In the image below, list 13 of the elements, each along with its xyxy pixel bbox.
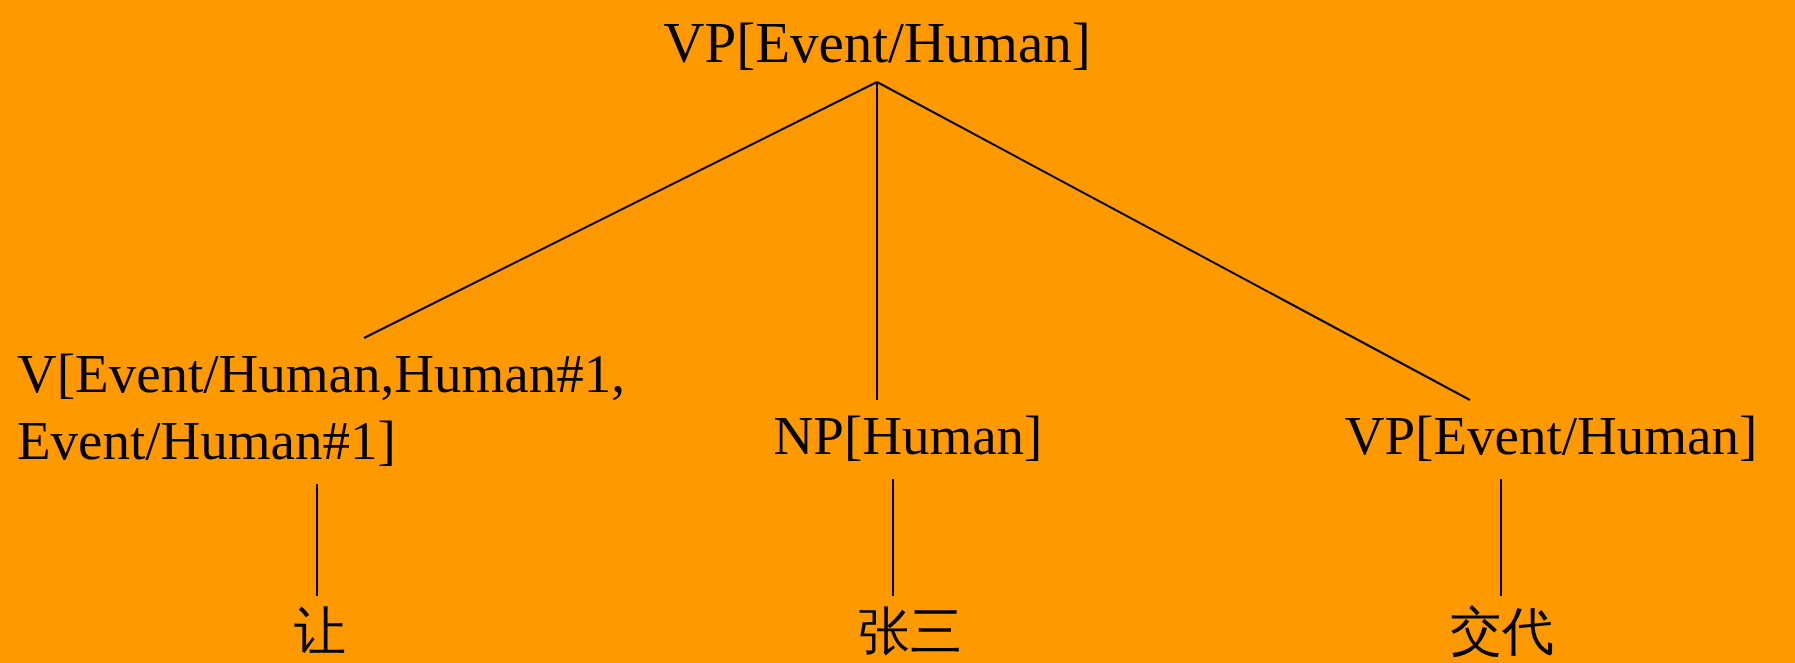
tree-branch-line	[316, 483, 318, 597]
tree-node-label: NP[Human]	[773, 402, 1043, 470]
tree-node-label: VP[Event/Human]	[663, 8, 1091, 78]
tree-node-label: VP[Event/Human]	[1344, 402, 1758, 470]
tree-branch-line	[363, 81, 878, 339]
tree-node-label: 张三	[858, 600, 962, 663]
tree-branch-line	[876, 81, 878, 401]
tree-node-label: V[Event/Human,Human#1, Event/Human#1]	[17, 340, 737, 475]
tree-node-label: 交代	[1450, 600, 1554, 663]
tree-branch-line	[1500, 478, 1502, 597]
tree-branch-line	[892, 478, 894, 597]
tree-branch-line	[876, 81, 1471, 401]
tree-node-label: 让	[294, 600, 346, 663]
